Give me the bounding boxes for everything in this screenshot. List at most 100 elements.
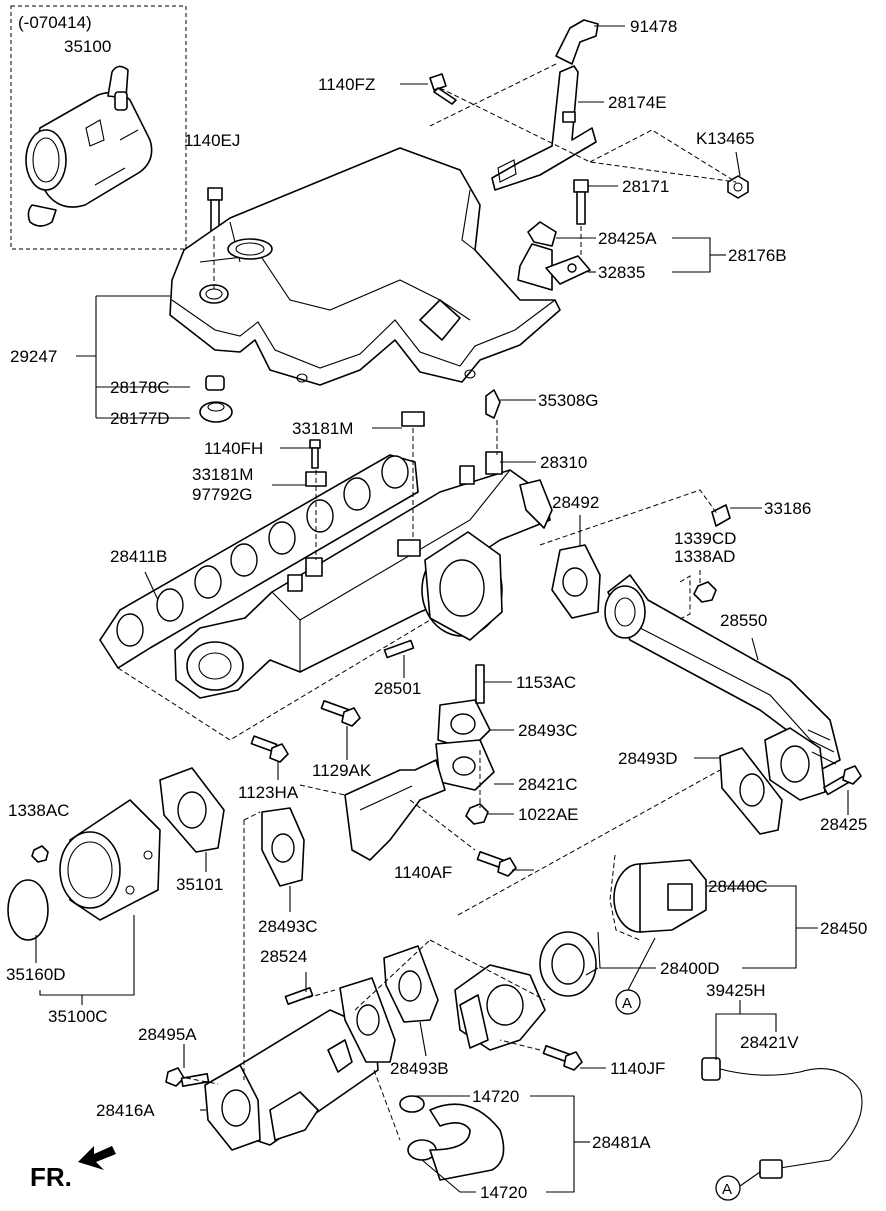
label-28416A: 28416A — [96, 1101, 155, 1120]
bracket-32835-drawing — [545, 255, 591, 285]
sensor-28421V-drawing — [701, 1057, 863, 1179]
label-14720-b: 14720 — [480, 1183, 527, 1202]
label-28450: 28450 — [820, 919, 867, 938]
label-28400D: 28400D — [660, 959, 720, 978]
label-28440C: 28440C — [708, 877, 768, 896]
label-28176B: 28176B — [728, 246, 787, 265]
ref-a-circle-2 — [715, 1175, 741, 1201]
bolt-1140EJ-drawing — [207, 187, 223, 235]
label-28524: 28524 — [260, 947, 307, 966]
label-K13465: K13465 — [696, 129, 755, 148]
ref-a-label-2: A — [722, 1181, 732, 1198]
label-1338AC: 1338AC — [8, 801, 69, 820]
engine-cover-29247-drawing — [169, 147, 561, 386]
stud-28501-drawing — [383, 639, 415, 659]
pipe-28550-drawing — [604, 574, 841, 801]
bracket-28174E-drawing — [491, 65, 597, 191]
direction-label: FR. — [30, 1162, 72, 1192]
nut-1022AE-drawing — [465, 803, 489, 825]
bracket-91478-drawing — [555, 19, 599, 65]
variant-note: (-070414) — [18, 13, 92, 32]
grommet-28178C-drawing — [205, 375, 225, 391]
label-1129AK: 1129AK — [312, 761, 372, 780]
label-33186: 33186 — [764, 499, 811, 518]
gasket-28493C-a-drawing — [437, 699, 491, 751]
label-28411B: 28411B — [110, 547, 167, 566]
bolt-1140FZ-drawing — [429, 73, 457, 105]
nut-1338AC-drawing — [31, 845, 49, 863]
label-39425H: 39425H — [706, 981, 766, 1000]
guide-lines — [117, 63, 737, 1141]
label-97792G: 97792G — [192, 485, 253, 504]
leader-lines — [35, 25, 849, 1193]
label-1022AE: 1022AE — [518, 805, 579, 824]
label-28310: 28310 — [540, 453, 587, 472]
bolt-1140AF-drawing — [476, 850, 517, 877]
label-28492: 28492 — [552, 493, 599, 512]
label-33181M-b: 33181M — [192, 465, 253, 484]
gasket-35101-drawing — [159, 767, 225, 853]
flange-28400D-drawing — [454, 931, 597, 1051]
label-1140FH: 1140FH — [204, 439, 263, 458]
bolt-28524-drawing — [284, 986, 314, 1006]
inset-box-35100 — [10, 5, 187, 250]
label-28421V: 28421V — [740, 1033, 799, 1052]
egr-valve-35100-drawing — [25, 65, 153, 227]
label-28174E: 28174E — [608, 93, 667, 112]
label-29247: 29247 — [10, 347, 57, 366]
bolt-28495A-drawing — [165, 1067, 210, 1087]
ref-a-label-1: A — [622, 995, 632, 1012]
valve-28440C-drawing — [613, 859, 707, 933]
label-28425: 28425 — [820, 815, 867, 834]
label-28177D: 28177D — [110, 409, 170, 428]
gasket-28493C-b-drawing — [261, 807, 305, 887]
label-28421C: 28421C — [518, 775, 578, 794]
hose-28481A-drawing — [429, 1103, 505, 1181]
bolt-1129AK-drawing — [320, 699, 361, 727]
bolt-28425-drawing — [823, 765, 862, 796]
label-1153AC: 1153AC — [516, 673, 576, 692]
bracket-28425A-drawing — [517, 221, 557, 291]
nut-K13465-drawing — [727, 175, 749, 199]
gasket-28493B-drawing — [339, 945, 439, 1063]
label-32835: 32835 — [598, 263, 645, 282]
label-28501: 28501 — [374, 679, 421, 698]
label-35100C: 35100C — [48, 1007, 108, 1026]
manifold-28310-drawing — [174, 451, 553, 699]
label-28481A: 28481A — [592, 1133, 651, 1152]
label-1140AF: 1140AF — [394, 863, 452, 882]
label-35160D: 35160D — [6, 965, 66, 984]
label-33181M-a: 33181M — [292, 419, 353, 438]
oring-35160D-drawing — [7, 879, 49, 941]
label-28171: 28171 — [622, 177, 669, 196]
stud-1153AC-drawing — [475, 664, 485, 704]
label-1140JF: 1140JF — [610, 1059, 665, 1078]
bracket-35308G-drawing — [485, 389, 501, 419]
nut-1338AD-drawing — [693, 581, 717, 603]
label-28495A: 28495A — [138, 1025, 197, 1044]
valve-35100C-drawing — [59, 799, 161, 921]
label-28493C-b: 28493C — [258, 917, 318, 936]
label-28178C: 28178C — [110, 378, 170, 397]
label-1338AD: 1338AD — [674, 547, 735, 566]
label-1339CD: 1339CD — [674, 529, 736, 548]
gasket-28411B-drawing — [99, 454, 419, 669]
label-28493B: 28493B — [390, 1059, 449, 1078]
label-28550: 28550 — [720, 611, 767, 630]
gasket-28493D-drawing — [719, 747, 783, 835]
bolt-28171-drawing — [573, 179, 589, 225]
label-1123HA: 1123HA — [238, 783, 299, 802]
pipe-28421C-drawing — [344, 739, 495, 861]
label-28493D: 28493D — [618, 749, 678, 768]
label-35308G: 35308G — [538, 391, 599, 410]
label-35100: 35100 — [64, 37, 111, 56]
bolt-1123HA-drawing — [250, 735, 289, 763]
bracket-33186-drawing — [711, 504, 731, 527]
label-35101: 35101 — [176, 875, 223, 894]
bolt-1140JF-drawing — [542, 1044, 583, 1071]
grommet-28177D-drawing — [199, 401, 233, 423]
label-14720-a: 14720 — [472, 1087, 519, 1106]
label-1140FZ: 1140FZ — [318, 75, 375, 94]
label-28493C-a: 28493C — [518, 721, 578, 740]
